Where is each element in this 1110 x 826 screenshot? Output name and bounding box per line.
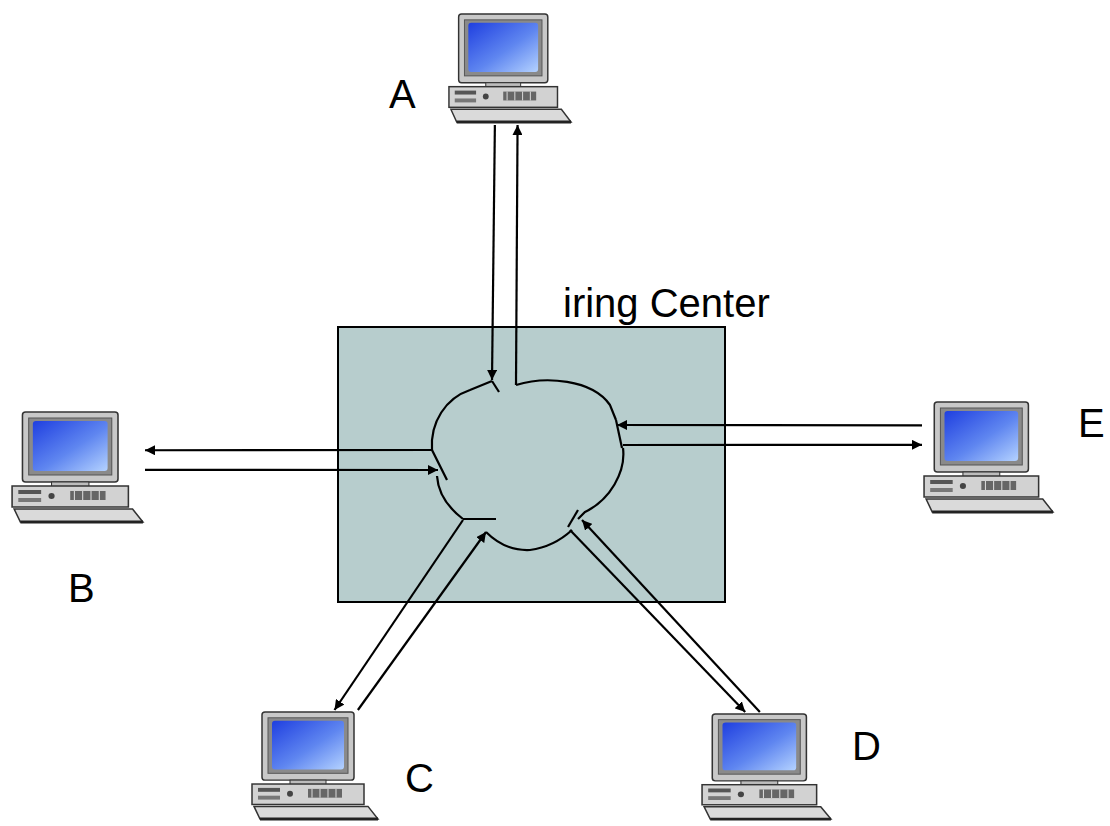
ring-segment [486, 530, 572, 550]
computer-node: E [922, 400, 1055, 515]
link-arrow [582, 520, 760, 712]
link-arrow [623, 444, 922, 446]
link-arrow [335, 520, 464, 710]
computer-node: B [10, 410, 145, 525]
wiring-center-box [338, 327, 725, 602]
link-arrow [516, 125, 518, 385]
computer-label: A [389, 74, 416, 114]
ring-segment [437, 476, 463, 519]
computer-icon [10, 410, 145, 525]
ring-segment [578, 448, 623, 519]
computer-label: E [1078, 403, 1105, 443]
computer-icon [447, 12, 573, 125]
computer-node: A [447, 12, 573, 125]
ring-segment [432, 381, 492, 450]
ring-tick [568, 510, 578, 527]
computer-icon [924, 402, 1053, 512]
link-arrow [570, 530, 745, 712]
ring-tick [463, 518, 496, 520]
computer-label: C [405, 758, 434, 798]
computer-label: D [852, 726, 881, 766]
computer-icon [702, 714, 831, 819]
link-arrow [492, 125, 495, 380]
wiring-center: iring Center [338, 327, 725, 602]
computer-icon [449, 14, 571, 122]
computer-icon [700, 712, 833, 822]
computer-label: B [68, 568, 95, 608]
computer-node: D [700, 712, 833, 822]
ring-segment [516, 380, 616, 420]
link-arrow [145, 449, 432, 451]
computer-icon [252, 712, 378, 819]
link-arrow [358, 532, 486, 710]
computer-icon [12, 412, 143, 522]
hub-label: iring Center [563, 283, 770, 323]
ring-tick [432, 450, 447, 480]
ring-tick [492, 381, 499, 392]
link-arrow [145, 469, 438, 471]
computer-node: C [250, 710, 380, 822]
computer-icon [250, 710, 380, 822]
computer-icon [922, 400, 1055, 515]
link-arrow [617, 424, 922, 426]
